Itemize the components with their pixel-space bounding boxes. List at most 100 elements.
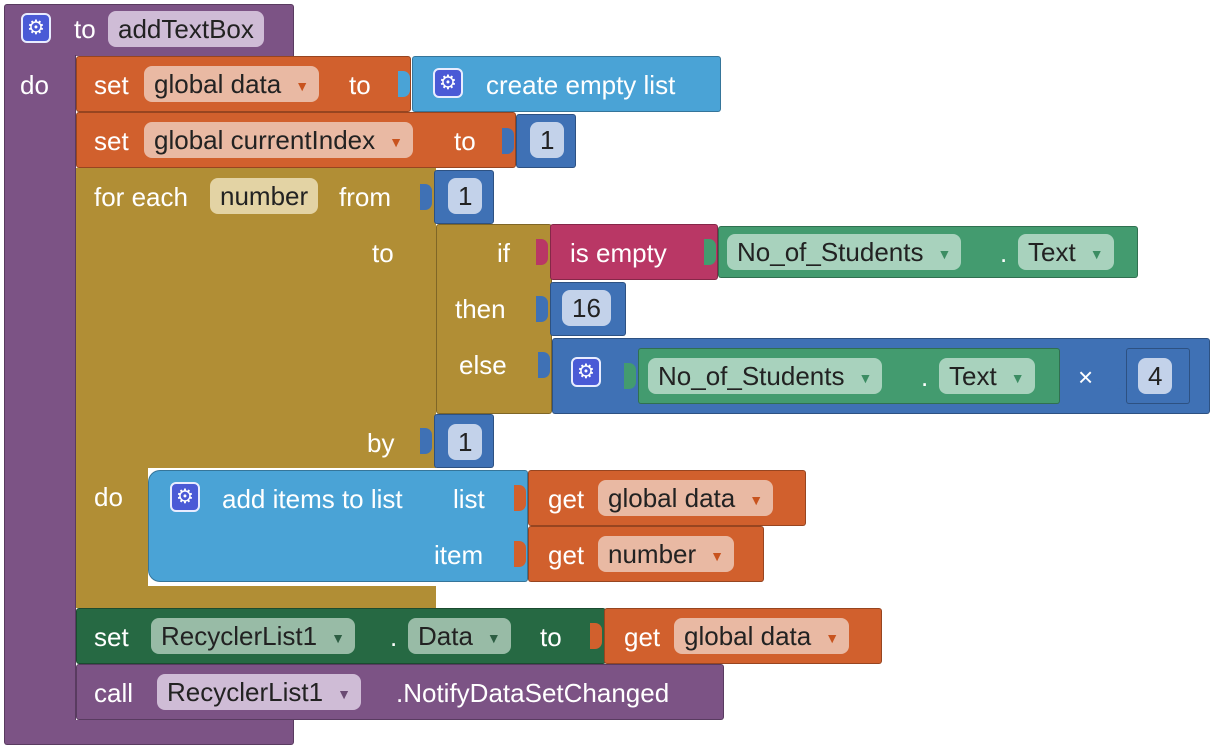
property-dropdown-label: Text (1028, 237, 1076, 267)
get-label: get (548, 484, 585, 514)
get-label: get (624, 622, 661, 652)
component-dropdown-No_of_Students[interactable]: No_of_Students ▼ (648, 358, 883, 394)
procedure-spine (4, 55, 76, 723)
to-label: to (540, 622, 562, 652)
dropdown-arrow-icon: ▼ (710, 548, 725, 564)
number-field[interactable]: 1 (448, 424, 483, 460)
input-socket (398, 71, 410, 97)
variable-dropdown-label: global data (684, 621, 812, 651)
property-dropdown-label: Text (949, 361, 997, 391)
input-socket (704, 239, 716, 265)
loop-variable-field[interactable]: number (210, 178, 319, 214)
component-dropdown-RecyclerList1[interactable]: RecyclerList1 ▼ (157, 674, 361, 710)
add-items-to-list-block[interactable] (148, 470, 528, 582)
number-field[interactable]: 4 (1138, 358, 1173, 394)
component-dropdown-RecyclerList1[interactable]: RecyclerList1 ▼ (151, 618, 355, 654)
is-empty-block[interactable] (550, 224, 718, 280)
to-label: to (349, 70, 371, 100)
dropdown-arrow-icon: ▼ (1010, 370, 1025, 386)
dot-separator: . (921, 362, 929, 392)
number-field[interactable]: 1 (448, 178, 483, 214)
else-label: else (459, 350, 507, 380)
procedure-footer (4, 720, 294, 745)
number-field[interactable]: 1 (530, 122, 565, 158)
input-socket (420, 428, 432, 454)
get-label: get (548, 540, 585, 570)
dropdown-arrow-icon: ▼ (749, 492, 764, 508)
gear-icon[interactable]: ⚙ (21, 13, 51, 43)
input-socket (514, 485, 526, 511)
property-dropdown-label: Data (418, 621, 473, 651)
call-notify-data-set-changed-block[interactable] (76, 664, 724, 720)
dropdown-arrow-icon: ▼ (1089, 246, 1104, 262)
component-dropdown-No_of_Students[interactable]: No_of_Students ▼ (727, 234, 962, 270)
variable-dropdown-number[interactable]: number ▼ (598, 536, 735, 572)
input-socket (502, 128, 514, 154)
add-items-label: add items to list (222, 484, 403, 514)
dropdown-arrow-icon: ▼ (937, 246, 952, 262)
multiply-operator: × (1078, 362, 1094, 392)
component-dropdown-label: No_of_Students (658, 361, 845, 391)
dropdown-arrow-icon: ▼ (486, 630, 501, 646)
procedure-do-label: do (20, 70, 49, 100)
loop-to-label: to (372, 238, 394, 268)
variable-dropdown-label: global currentIndex (154, 125, 376, 155)
set-label: set (94, 622, 129, 652)
dropdown-arrow-icon: ▼ (331, 630, 345, 646)
variable-dropdown-global-data[interactable]: global data ▼ (144, 66, 320, 102)
if-then-else-block[interactable] (436, 224, 552, 414)
input-socket (514, 541, 526, 567)
dot-separator: . (1000, 238, 1008, 268)
is-empty-label: is empty (570, 238, 667, 268)
gear-icon[interactable]: ⚙ (170, 482, 200, 512)
variable-dropdown-global-data[interactable]: global data ▼ (674, 618, 850, 654)
set-label: set (94, 70, 129, 100)
variable-dropdown-label: global data (608, 483, 736, 513)
create-empty-list-block[interactable] (412, 56, 721, 112)
input-socket (624, 363, 636, 389)
loop-do-label: do (94, 482, 123, 512)
variable-dropdown-global-data[interactable]: global data ▼ (598, 480, 774, 516)
procedure-to-label: to (74, 14, 96, 44)
input-socket (536, 239, 548, 265)
if-label: if (497, 238, 510, 268)
variable-dropdown-global-currentIndex[interactable]: global currentIndex ▼ (144, 122, 413, 158)
for-each-block[interactable] (76, 168, 436, 468)
then-label: then (455, 294, 506, 324)
input-socket (536, 296, 548, 322)
gear-icon[interactable]: ⚙ (433, 68, 463, 98)
dot-separator: . (390, 622, 398, 652)
property-dropdown-Text[interactable]: Text ▼ (1018, 234, 1114, 270)
input-socket (538, 352, 550, 378)
by-label: by (367, 428, 395, 458)
property-dropdown-Data[interactable]: Data ▼ (408, 618, 511, 654)
input-socket (1112, 363, 1124, 389)
gear-icon[interactable]: ⚙ (571, 357, 601, 387)
dropdown-arrow-icon: ▼ (295, 78, 310, 94)
procedure-name-field[interactable]: addTextBox (108, 11, 264, 47)
for-each-footer (76, 586, 436, 608)
component-dropdown-label: RecyclerList1 (167, 677, 324, 707)
item-input-label: item (434, 540, 484, 570)
property-dropdown-Text[interactable]: Text ▼ (939, 358, 1035, 394)
variable-dropdown-label: number (608, 539, 697, 569)
component-dropdown-label: RecyclerList1 (161, 621, 318, 651)
call-label: call (94, 678, 134, 708)
for-each-label: for each (94, 182, 188, 212)
number-field[interactable]: 16 (562, 290, 611, 326)
method-name: .NotifyDataSetChanged (396, 678, 670, 708)
input-socket (590, 623, 602, 649)
from-label: from (339, 182, 391, 212)
dropdown-arrow-icon: ▼ (389, 134, 403, 150)
set-label: set (94, 126, 129, 156)
dropdown-arrow-icon: ▼ (337, 686, 351, 702)
input-socket (420, 184, 432, 210)
create-empty-list-label: create empty list (486, 70, 676, 100)
list-input-label: list (453, 484, 485, 514)
variable-dropdown-label: global data (154, 69, 282, 99)
dropdown-arrow-icon: ▼ (825, 630, 840, 646)
component-dropdown-label: No_of_Students (737, 237, 924, 267)
dropdown-arrow-icon: ▼ (858, 370, 873, 386)
to-label: to (454, 126, 476, 156)
for-each-spine (76, 468, 148, 586)
